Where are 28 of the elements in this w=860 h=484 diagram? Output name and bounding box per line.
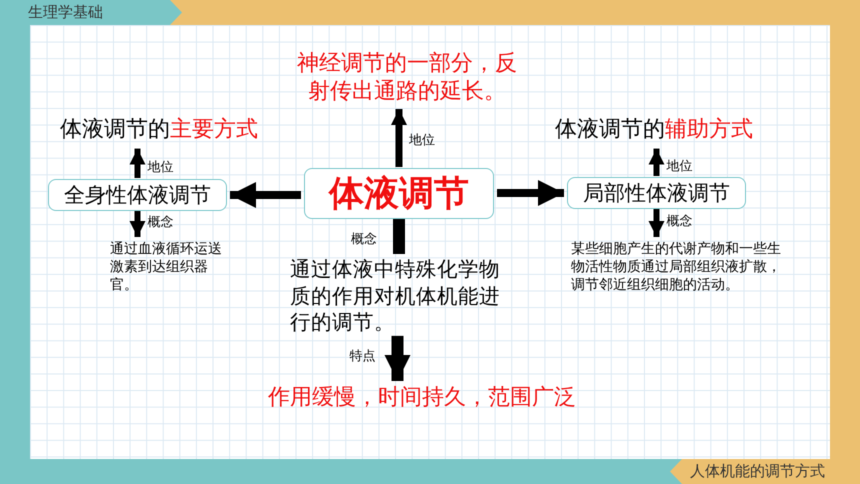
heading-text: 体液调节的 (555, 117, 665, 142)
edge-label: 概念 (148, 216, 174, 229)
arrow (130, 148, 146, 178)
title-box: 体液调节 (304, 168, 494, 219)
arrow (384, 336, 410, 381)
arrow (230, 182, 301, 208)
definition-text: 通过血液循环运送激素到达组织器官。 (110, 240, 234, 295)
arrow (130, 211, 146, 237)
footer-tab: 人体机能的调节方式 (670, 459, 860, 484)
edge-label: 地位 (148, 161, 174, 174)
heading-text: 体液调节的 (60, 117, 170, 142)
definition-text: 通过体液中特殊化学物质的作用对机体机能进行的调节。 (290, 256, 505, 336)
feature-text: 作用缓慢，时间持久，范围广泛 (268, 384, 576, 413)
edge-label: 地位 (666, 160, 692, 174)
arrow (648, 209, 664, 237)
arrow (497, 180, 564, 206)
edge-label: 地位 (409, 134, 435, 147)
concept-box: 局部性体液调节 (567, 177, 746, 209)
definition-text: 某些细胞产生的代谢产物和一些生物活性物质通过局部组织液扩散，调节邻近组织细胞的活动。 (571, 240, 783, 295)
edge-label: 概念 (666, 215, 692, 228)
role-text: 神经调节的一部分，反射传出通路的延长。 (296, 50, 518, 105)
arrow (648, 148, 664, 176)
arrow (391, 109, 407, 167)
highlight-text: 辅助方式 (665, 117, 753, 142)
highlight-text: 主要方式 (170, 117, 258, 142)
concept-box: 全身性体液调节 (48, 179, 227, 211)
edge-label: 特点 (350, 350, 376, 364)
edge-label: 概念 (351, 232, 377, 246)
